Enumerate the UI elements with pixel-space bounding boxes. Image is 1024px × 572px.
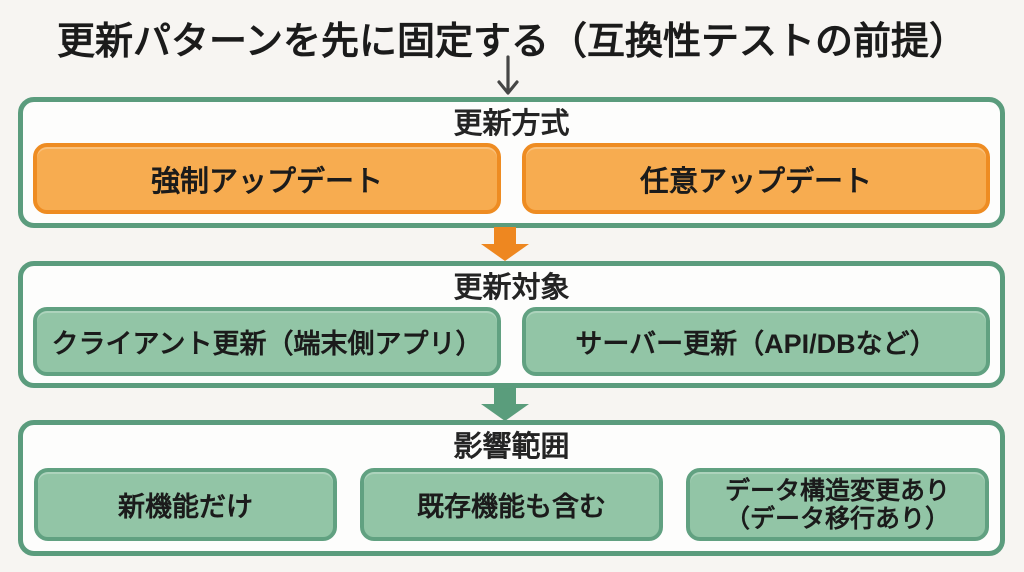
box-optional-update-label: 任意アップデート — [639, 165, 872, 198]
box-client-update-label: クライアント更新（端末側アプリ） — [51, 329, 483, 359]
box-forced-update: 強制アップデート — [33, 143, 501, 214]
box-existing-features-included-label: 既存機能も含む — [417, 492, 606, 522]
panel-update-method: 更新方式 強制アップデート 任意アップデート — [18, 97, 1005, 228]
panel-impact-scope-row: 新機能だけ 既存機能も含む データ構造変更あり （データ移行あり） — [23, 464, 1000, 551]
box-new-features-only: 新機能だけ — [34, 468, 337, 541]
box-data-structure-change-label-line2: （データ移行あり） — [724, 504, 950, 533]
box-forced-update-label: 強制アップデート — [150, 165, 383, 198]
orange-down-block-arrow-icon — [481, 227, 529, 261]
box-server-update-label: サーバー更新（API/DBなど） — [575, 329, 937, 359]
box-server-update: サーバー更新（API/DBなど） — [522, 307, 990, 376]
box-client-update: クライアント更新（端末側アプリ） — [33, 307, 501, 376]
panel-update-target-header: 更新対象 — [453, 272, 570, 304]
box-new-features-only-label: 新機能だけ — [118, 492, 253, 522]
panel-impact-scope: 影響範囲 新機能だけ 既存機能も含む データ構造変更あり （データ移行あり） — [18, 420, 1005, 556]
panel-update-target: 更新対象 クライアント更新（端末側アプリ） サーバー更新（API/DBなど） — [18, 261, 1005, 388]
box-data-structure-change: データ構造変更あり （データ移行あり） — [686, 468, 989, 541]
panel-update-method-header: 更新方式 — [453, 108, 570, 140]
panel-update-method-row: 強制アップデート 任意アップデート — [23, 141, 1000, 223]
box-data-structure-change-label-line1: データ構造変更あり — [724, 476, 950, 505]
green-down-block-arrow-icon — [481, 387, 529, 421]
box-optional-update: 任意アップデート — [522, 143, 990, 214]
panel-impact-scope-header: 影響範囲 — [453, 431, 570, 463]
down-arrow-icon — [497, 55, 519, 95]
panel-update-target-row: クライアント更新（端末側アプリ） サーバー更新（API/DBなど） — [23, 305, 1000, 383]
page-title: 更新パターンを先に固定する（互換性テストの前提） — [56, 21, 968, 63]
box-existing-features-included: 既存機能も含む — [360, 468, 663, 541]
